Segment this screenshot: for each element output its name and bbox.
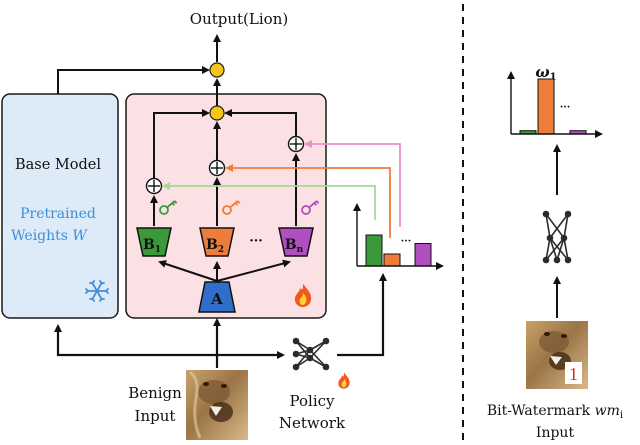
weight-arrow-n	[304, 140, 401, 227]
watermark-bit: 1	[569, 364, 578, 384]
svg-text:Bn: Bn	[285, 237, 304, 255]
module-b1: B1	[136, 227, 172, 257]
module-b2-sub: 2	[218, 245, 224, 255]
module-bn: Bn	[278, 227, 314, 257]
a-to-b1-arrow	[158, 260, 218, 282]
output-label: Output(Lion)	[190, 10, 288, 28]
policy-bar-b2	[383, 253, 401, 267]
policy-to-chart-arrow	[337, 273, 387, 357]
a-to-bn-arrow	[216, 259, 291, 282]
watermark-label-line2: Input	[536, 425, 575, 441]
module-a-label: A	[210, 290, 223, 308]
watermark-sub: i	[620, 410, 623, 421]
watermark-symbol: wm	[595, 403, 620, 419]
watermark-label-line1: Bit-Watermark wmi	[487, 403, 623, 421]
policy-bar-b1	[365, 234, 383, 267]
key-icon	[222, 200, 241, 215]
module-b1-sub: 1	[155, 245, 161, 255]
snowflake-icon	[85, 280, 109, 302]
policy-label-line1: Policy	[290, 392, 336, 410]
module-b1-letter: B	[143, 237, 155, 253]
policy-bar-bn	[414, 243, 432, 267]
base-model-box	[1, 93, 119, 319]
fire-icon	[294, 284, 312, 307]
module-b2-letter: B	[206, 237, 218, 253]
watermark-chart-dots: ···	[560, 102, 570, 113]
watermark-weight-chart	[507, 71, 603, 138]
watermark-bit-box	[565, 362, 582, 384]
pretrained-label-line1: Pretrained	[20, 206, 96, 222]
pretrained-label-line2-text: Weights	[11, 228, 72, 244]
omega-label: ω1	[535, 63, 556, 83]
svg-text:B1: B1	[143, 237, 161, 255]
plusn-to-combiner-arrow	[224, 109, 297, 136]
neural-network-icon	[542, 210, 572, 264]
pretrained-symbol: W	[72, 228, 88, 244]
key-icon	[159, 200, 178, 215]
module-a: A	[198, 281, 236, 313]
module-bn-letter: B	[285, 237, 297, 253]
module-b2: B2	[199, 227, 235, 257]
policy-label-line2: Network	[279, 414, 346, 432]
omega-sub: 1	[550, 72, 557, 83]
module-bn-sub: n	[297, 245, 304, 255]
benign-label-line1: Benign	[128, 384, 182, 402]
policy-weight-chart	[353, 203, 444, 270]
plus1-to-combiner-arrow	[153, 109, 210, 178]
lion-image	[186, 370, 248, 440]
base-to-combiner-arrow	[57, 66, 210, 94]
plus-node-1	[145, 177, 163, 195]
output-combiner-node	[209, 62, 225, 78]
watermark-label-text: Bit-Watermark	[487, 403, 595, 419]
plus-node-2	[208, 159, 226, 177]
lora-combiner-node	[209, 105, 225, 121]
weight-arrow-1	[162, 182, 376, 220]
benign-label-line2: Input	[135, 407, 176, 425]
module-dots: ···	[249, 234, 263, 249]
neural-network-icon	[292, 337, 330, 371]
svg-text:B2: B2	[206, 237, 224, 255]
base-model-label: Base Model	[15, 157, 101, 173]
watermark-bar-2	[537, 78, 555, 135]
key-icon	[301, 200, 320, 215]
plus-node-n	[287, 135, 305, 153]
fire-icon	[338, 372, 350, 389]
pretrained-label-line2: Weights W	[11, 228, 88, 244]
input-to-base-arrow	[54, 324, 217, 357]
omega-symbol: ω	[535, 63, 549, 81]
policy-chart-dots: ···	[401, 236, 411, 247]
weight-arrow-2	[225, 164, 391, 238]
